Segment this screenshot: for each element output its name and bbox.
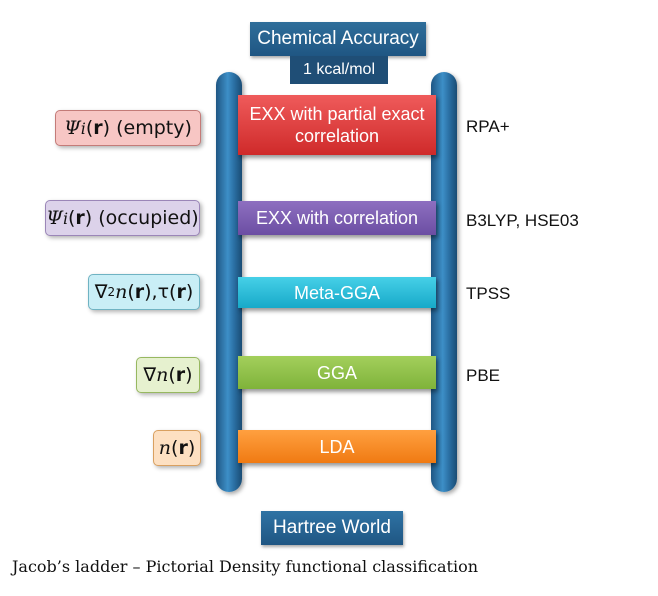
rung-meta-gga: Meta-GGA <box>238 277 436 308</box>
ingredient-gradient-n: ∇n(r) <box>136 357 200 393</box>
nabla-symbol: ∇ <box>143 364 157 386</box>
arg-r: r <box>178 437 188 459</box>
ladder-rail-left <box>216 72 242 492</box>
subscript-i: i <box>62 208 68 228</box>
rung-exx-partial-exact-correlation: EXX with partial exact correlation <box>238 95 436 155</box>
example-pbe: PBE <box>466 366 501 385</box>
ingredient-suffix: (empty) <box>116 117 192 139</box>
nabla-symbol: ∇ <box>94 281 108 303</box>
rung-exx-with-correlation: EXX with correlation <box>238 201 436 235</box>
arg-r: r <box>93 117 103 139</box>
example-rpa: RPA+ <box>466 117 510 136</box>
rung-lda: LDA <box>238 430 436 463</box>
superscript-2: 2 <box>107 285 116 299</box>
figure-caption: Jacob’s ladder – Pictorial Density funct… <box>12 557 479 576</box>
arg-r: r <box>176 281 186 303</box>
kcal-mol-label: 1 kcal/mol <box>290 56 388 84</box>
ingredient-suffix: (occupied) <box>98 207 199 229</box>
example-b3lyp-hse03: B3LYP, HSE03 <box>466 211 579 230</box>
chemical-accuracy-label: Chemical Accuracy <box>250 22 426 56</box>
var-n: n <box>156 364 169 386</box>
var-n: n <box>115 281 128 303</box>
arg-r: r <box>134 281 145 303</box>
tau-symbol: τ <box>157 281 170 303</box>
rung-gga: GGA <box>238 356 436 389</box>
arg-r: r <box>175 364 186 386</box>
arg-r: r <box>75 207 85 229</box>
example-tpss: TPSS <box>466 284 511 303</box>
var-n: n <box>158 437 172 459</box>
subscript-i: i <box>80 118 86 138</box>
psi-symbol: Ψ <box>64 117 81 139</box>
psi-symbol: Ψ <box>46 207 63 229</box>
hartree-world-label: Hartree World <box>261 511 403 545</box>
ingredient-density-n: n(r) <box>153 430 201 466</box>
